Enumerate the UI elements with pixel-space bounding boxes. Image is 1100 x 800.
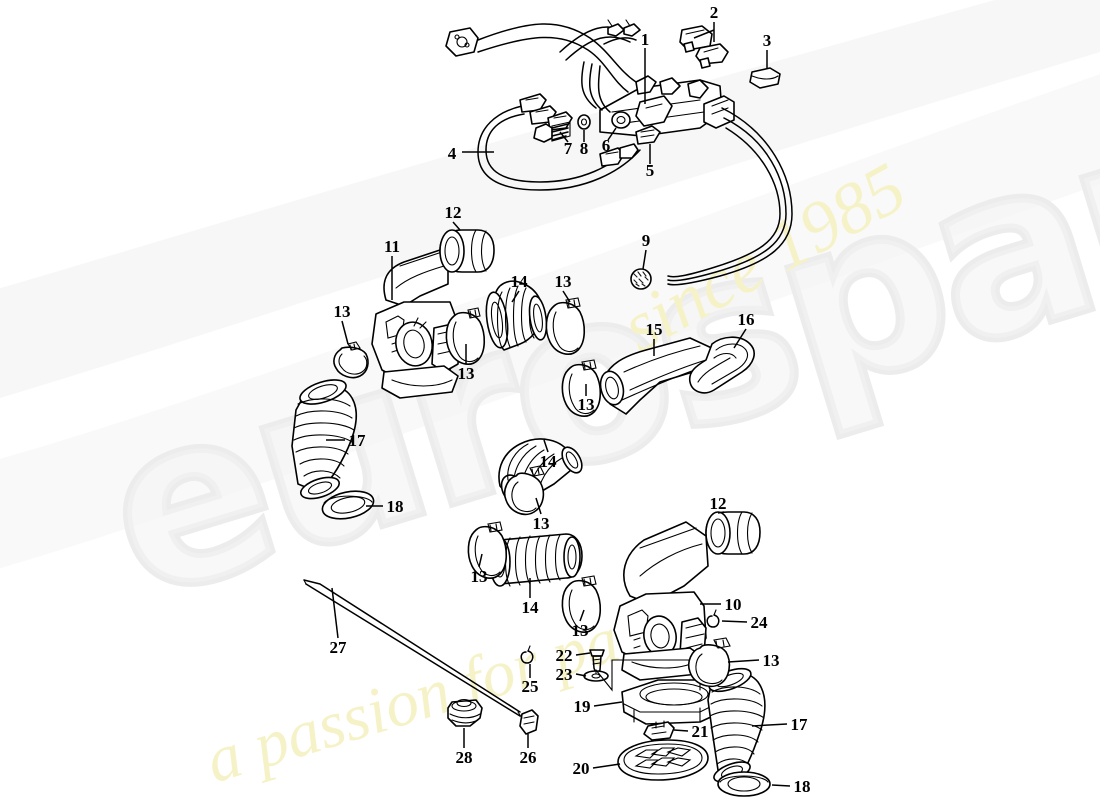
callout-15: 15 <box>646 320 663 339</box>
part-relay-2 <box>679 25 729 69</box>
callout-22: 22 <box>556 646 573 665</box>
callout-14a: 14 <box>511 272 529 291</box>
part-hose-clamp-13h <box>687 637 731 688</box>
part-sleeve-12a <box>439 229 495 273</box>
callout-16: 16 <box>738 310 755 329</box>
callout-14b: 14 <box>540 452 558 471</box>
callout-25: 25 <box>522 677 539 696</box>
callout-13e: 13 <box>533 514 550 533</box>
callout-9: 9 <box>642 231 651 250</box>
callout-13g: 13 <box>572 621 589 640</box>
part-clip-25 <box>520 645 534 664</box>
callout-13f: 13 <box>471 567 488 586</box>
callout-14c: 14 <box>522 598 540 617</box>
callout-17b: 17 <box>791 715 809 734</box>
callout-13h: 13 <box>763 651 780 670</box>
callout-18b: 18 <box>794 777 811 796</box>
part-seal-ring-18b <box>717 771 771 797</box>
callout-2: 2 <box>710 3 719 22</box>
callout-28: 28 <box>456 748 473 767</box>
callout-12a: 12 <box>445 203 462 222</box>
part-hose-clamp-13c <box>545 297 586 355</box>
part-flex-hose-17a <box>291 379 358 500</box>
callout-12b: 12 <box>710 494 727 513</box>
part-nut-8 <box>577 114 591 130</box>
callout-27: 27 <box>330 638 348 657</box>
callout-19: 19 <box>574 697 591 716</box>
callout-3: 3 <box>763 31 772 50</box>
part-bushing-28 <box>447 698 483 727</box>
callout-24: 24 <box>751 613 769 632</box>
part-flex-hose-14a <box>485 280 548 351</box>
callout-23: 23 <box>556 665 573 684</box>
callout-1: 1 <box>641 30 650 49</box>
part-washer-23 <box>583 669 609 682</box>
part-filter-plug-9 <box>630 268 652 290</box>
part-cap-3 <box>749 67 781 89</box>
callout-10: 10 <box>725 595 742 614</box>
callout-21: 21 <box>692 722 709 741</box>
callout-4: 4 <box>448 144 457 163</box>
callout-13b: 13 <box>458 364 475 383</box>
callout-26: 26 <box>520 748 537 767</box>
part-grommet-6 <box>611 111 631 129</box>
part-hose-clamp-13g <box>561 575 602 633</box>
callout-13c: 13 <box>555 272 572 291</box>
callout-20: 20 <box>573 759 590 778</box>
part-retainer-26 <box>519 709 539 735</box>
part-sleeve-12b <box>705 511 761 555</box>
callout-18a: 18 <box>387 497 404 516</box>
part-long-cable-run <box>667 107 793 286</box>
callout-11: 11 <box>384 237 400 256</box>
callout-5: 5 <box>646 161 655 180</box>
callout-7: 7 <box>564 139 573 158</box>
part-clip-21 <box>643 720 675 741</box>
part-grille-20 <box>617 739 709 781</box>
part-control-rod-27 <box>303 579 523 719</box>
part-blower-housing-11 <box>371 249 461 399</box>
part-hose-clamp-13a <box>333 341 369 379</box>
callout-17a: 17 <box>349 431 367 450</box>
callout-13a: 13 <box>334 302 351 321</box>
callout-8: 8 <box>580 139 589 158</box>
callout-13d: 13 <box>578 395 595 414</box>
callout-6: 6 <box>602 136 611 155</box>
part-clip-24 <box>706 609 720 628</box>
